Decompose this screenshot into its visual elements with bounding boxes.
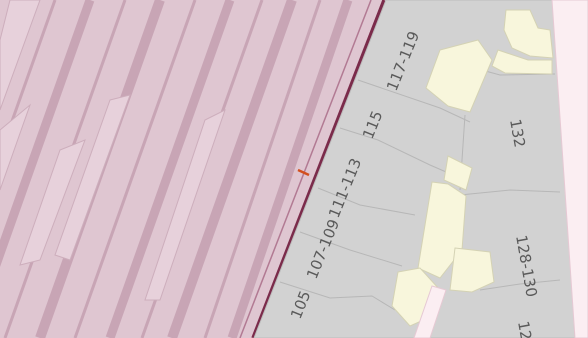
house-number-12: 12 bbox=[514, 320, 535, 338]
house-number-132: 132 bbox=[506, 118, 529, 149]
railway-boundary bbox=[251, 0, 386, 338]
footpath bbox=[413, 285, 447, 338]
road bbox=[551, 0, 588, 338]
map-marker[interactable] bbox=[297, 168, 310, 177]
yards bbox=[391, 9, 554, 327]
building-block bbox=[253, 0, 576, 338]
railway-tracks bbox=[0, 0, 353, 338]
platforms bbox=[0, 0, 226, 301]
plot-boundaries bbox=[279, 59, 561, 311]
